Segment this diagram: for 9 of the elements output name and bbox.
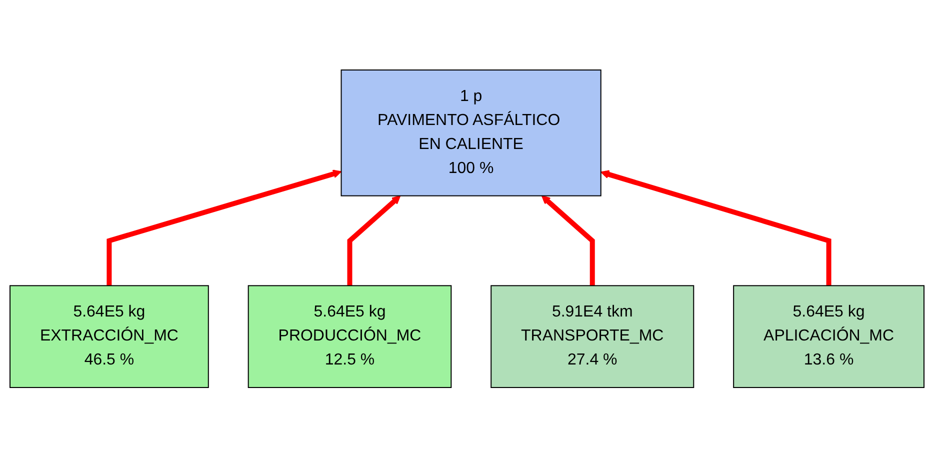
node-box: 1 p PAVIMENTO ASFÁLTICO EN CALIENTE 100 % <box>340 69 602 196</box>
node-box: 5.64E5 kg APLICACIÓN_MC 13.6 % <box>733 284 924 388</box>
node-box: 5.91E4 tkm TRANSPORTE_MC 27.4 % <box>490 284 694 388</box>
arrow <box>106 169 342 286</box>
arrow <box>600 170 832 286</box>
node-box: 5.64E5 kg PRODUCCIÓN_MC 12.5 % <box>248 284 452 388</box>
arrow <box>541 195 595 286</box>
arrow <box>347 195 401 286</box>
node-box: 5.64E5 kg EXTRACCIÓN_MC 46.5 % <box>10 284 209 388</box>
